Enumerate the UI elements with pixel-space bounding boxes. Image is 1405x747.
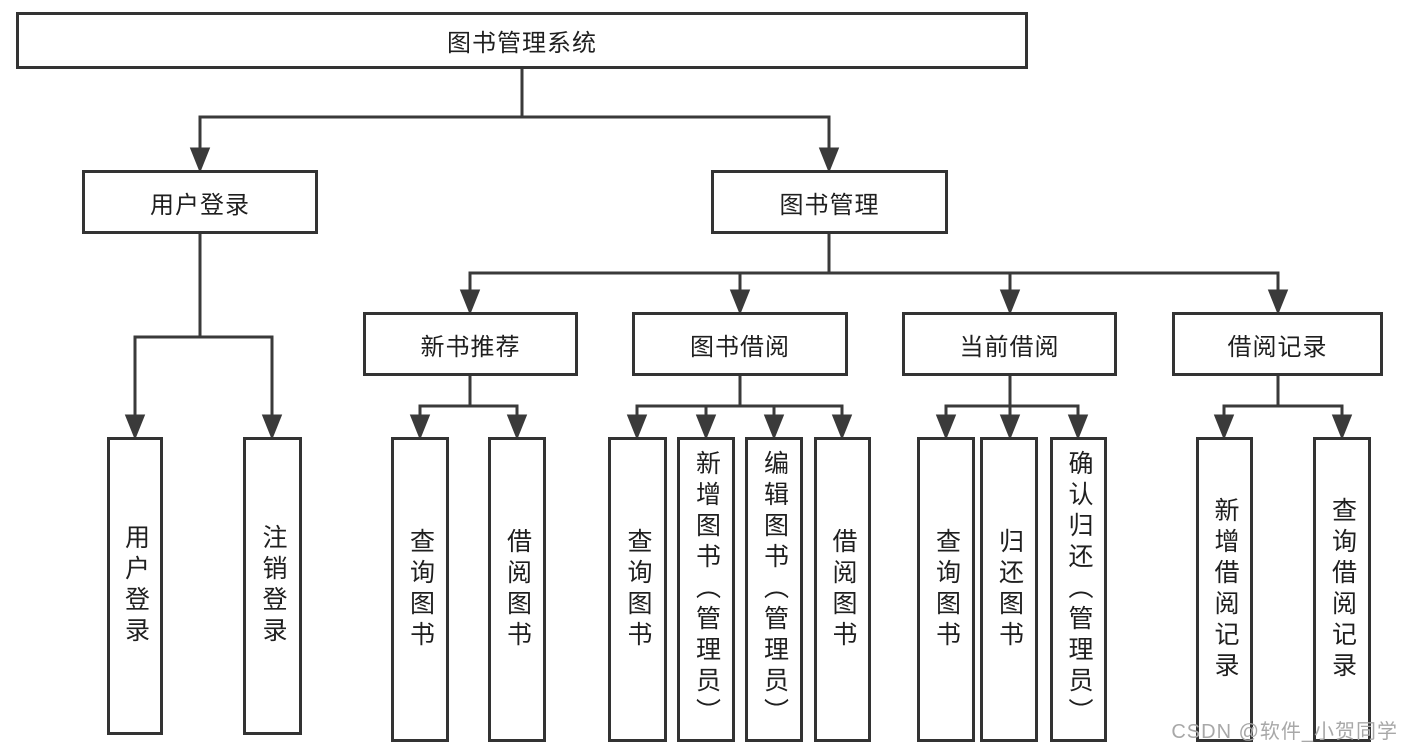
leaf-label: 查询图书 [624,527,652,652]
node-new-book-recommend: 新书推荐 [363,312,578,376]
leaf-label: 借阅图书 [829,527,857,652]
node-label: 图书管理 [779,191,880,219]
node-label: 用户登录 [150,191,250,219]
leaf-query-books-current: 查询图书 [917,437,975,742]
leaf-logout: 注销登录 [243,437,302,735]
leaf-label: 查询图书 [932,527,961,652]
node-current-borrowing: 当前借阅 [902,312,1117,376]
leaf-edit-books-admin: 编辑图书（管理员） [745,437,803,742]
leaf-query-books-borrow: 查询图书 [608,437,667,742]
leaf-add-borrow-record: 新增借阅记录 [1196,437,1253,742]
leaf-query-borrow-record: 查询借阅记录 [1313,437,1371,742]
node-book-management: 图书管理 [711,170,948,234]
leaf-label: 借阅图书 [503,527,532,652]
node-label: 借阅记录 [1227,333,1328,361]
leaf-label: 新增借阅记录 [1211,496,1239,683]
leaf-label: 查询图书 [406,527,435,652]
node-book-borrowing: 图书借阅 [632,312,848,376]
leaf-label: 用户登录 [121,524,150,648]
leaf-label: 确认归还（管理员） [1065,450,1093,729]
leaf-return-books: 归还图书 [980,437,1038,742]
csdn-watermark: CSDN @软件_小贺同学 [1171,721,1398,743]
leaf-label: 注销登录 [259,524,287,648]
node-root-label: 图书管理系统 [447,30,597,57]
node-label: 图书借阅 [690,333,790,361]
node-label: 新书推荐 [420,333,521,361]
leaf-query-books-recommend: 查询图书 [391,437,449,742]
leaf-borrow-books-borrow: 借阅图书 [814,437,871,742]
leaf-label: 新增图书（管理员） [692,450,721,729]
leaf-add-books-admin: 新增图书（管理员） [677,437,735,742]
leaf-label: 查询借阅记录 [1328,496,1357,683]
leaf-confirm-return-admin: 确认归还（管理员） [1050,437,1107,742]
node-root-system: 图书管理系统 [16,12,1028,69]
node-user-login: 用户登录 [82,170,318,234]
leaf-user-login: 用户登录 [107,437,163,735]
leaf-label: 归还图书 [995,527,1024,652]
node-label: 当前借阅 [959,333,1060,361]
leaf-borrow-books-recommend: 借阅图书 [488,437,546,742]
leaf-label: 编辑图书（管理员） [760,450,789,729]
node-borrowing-records: 借阅记录 [1172,312,1383,376]
